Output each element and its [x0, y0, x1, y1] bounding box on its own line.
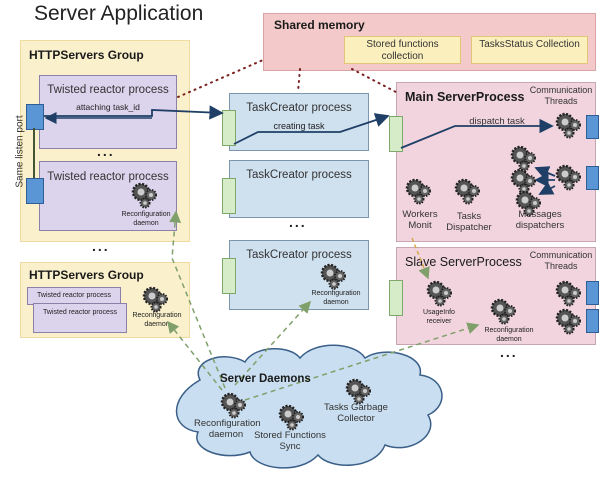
workers-monit-label: Workers Monit	[402, 209, 438, 231]
taskcreator-ellipsis: ...	[289, 214, 307, 230]
reconfiguration-daemon-label: Reconfiguration daemon	[194, 418, 261, 440]
usageinfo-link	[411, 237, 430, 280]
shared-memory-link-2	[297, 68, 301, 93]
gear-icon	[405, 178, 432, 205]
tasks-dispatcher-label: Tasks Dispatcher	[446, 211, 492, 233]
http-servers-group-1: HTTPServers Group Twisted reactor proces…	[20, 40, 190, 242]
comm-thread-port-1	[586, 115, 599, 139]
daemon-link-2	[167, 320, 223, 391]
server-daemons-label: Server Daemons	[220, 373, 311, 385]
gear-icon	[510, 168, 537, 195]
gear-icon	[515, 190, 542, 217]
tasksstatus-collection: TasksStatus Collection	[471, 36, 588, 64]
slave-server-port	[389, 280, 403, 316]
stored-functions-collection: Stored functions collection	[344, 36, 461, 64]
communication-threads-label: Communication Threads	[529, 250, 593, 271]
attaching-task-arrow	[44, 105, 224, 120]
main-server-process: Main ServerProcess Communication Threads…	[396, 82, 596, 242]
main-server-port	[389, 116, 403, 152]
reconfiguration-daemon-label: Reconfiguration daemon	[484, 327, 534, 343]
message-arrow-1	[534, 166, 556, 180]
usageinfo-receiver-label: UsageInfo receiver	[423, 309, 455, 325]
process-label: Twisted reactor process	[47, 171, 169, 183]
groups-ellipsis: ...	[92, 238, 110, 254]
daemon-link-3	[234, 300, 312, 386]
shared-memory-box: Shared memory Stored functions collectio…	[263, 13, 596, 71]
gear-icon	[510, 145, 537, 172]
gear-icon	[490, 298, 517, 325]
process-label: TaskCreator process	[246, 102, 352, 114]
reconfiguration-daemon-label: Reconfiguration daemon	[121, 211, 171, 227]
taskcreator-port-1	[222, 110, 236, 146]
shared-memory-link-1	[177, 59, 264, 98]
gear-icon	[454, 178, 481, 205]
gear-icon	[555, 308, 582, 335]
reconfiguration-daemon-label: Reconfiguration daemon	[132, 312, 182, 328]
comm-thread-port-3	[586, 281, 599, 305]
creating-task-label: creating task	[273, 121, 325, 131]
reconfiguration-daemon-label: Reconfiguration daemon	[311, 290, 361, 306]
ellipsis: ...	[97, 143, 115, 159]
dispatch-task-label: dispatch task	[469, 116, 525, 127]
communication-threads-label: Communication Threads	[529, 85, 593, 106]
comm-thread-port-4	[586, 309, 599, 333]
comm-thread-port-2	[586, 166, 599, 190]
diagram-title: Server Application	[34, 2, 204, 25]
daemon-link-1	[169, 210, 226, 389]
shared-memory-label: Shared memory	[274, 18, 365, 32]
taskcreator-port-2	[222, 178, 236, 214]
gear-icon	[320, 263, 347, 290]
taskcreator-port-3	[222, 258, 236, 294]
gear-icon	[555, 280, 582, 307]
messages-dispatchers-label: Messages dispatchers	[515, 209, 565, 231]
process-label: Twisted reactor process	[37, 292, 111, 299]
shared-memory-link-3	[351, 68, 397, 93]
process-label: TaskCreator process	[246, 249, 352, 261]
slave-server-label: Slave ServerProcess	[405, 255, 522, 269]
process-label: Twisted reactor process	[47, 84, 169, 96]
gear-icon	[555, 112, 582, 139]
slave-ellipsis: ...	[500, 344, 518, 360]
stored-functions-sync-label: Stored Functions Sync	[254, 430, 326, 452]
listen-port-2	[26, 178, 44, 204]
gear-icon	[426, 280, 453, 307]
gear-icon	[142, 286, 169, 313]
process-label: Twisted reactor process	[43, 309, 117, 316]
tasks-garbage-collector-label: Tasks Garbage Collector	[324, 402, 388, 424]
http-group-2-label: HTTPServers Group	[29, 268, 144, 282]
attaching-task-id-label: attaching task_id	[76, 102, 140, 112]
message-arrow-3	[538, 181, 556, 195]
process-label: TaskCreator process	[246, 169, 352, 181]
gear-icon	[131, 182, 158, 209]
taskcreator-process-2: TaskCreator process	[229, 160, 369, 218]
main-server-label: Main ServerProcess	[405, 90, 525, 104]
creating-task-arrow	[233, 113, 390, 145]
twisted-reactor-process-small-2: Twisted reactor process	[33, 303, 127, 333]
dispatch-task-arrow	[400, 118, 554, 149]
twisted-reactor-process-1: Twisted reactor process attaching task_i…	[39, 75, 177, 149]
gear-icon	[555, 164, 582, 191]
taskcreator-process-1: TaskCreator process creating task	[229, 93, 369, 151]
daemon-link-4	[244, 322, 480, 401]
http-group-1-label: HTTPServers Group	[29, 48, 144, 62]
